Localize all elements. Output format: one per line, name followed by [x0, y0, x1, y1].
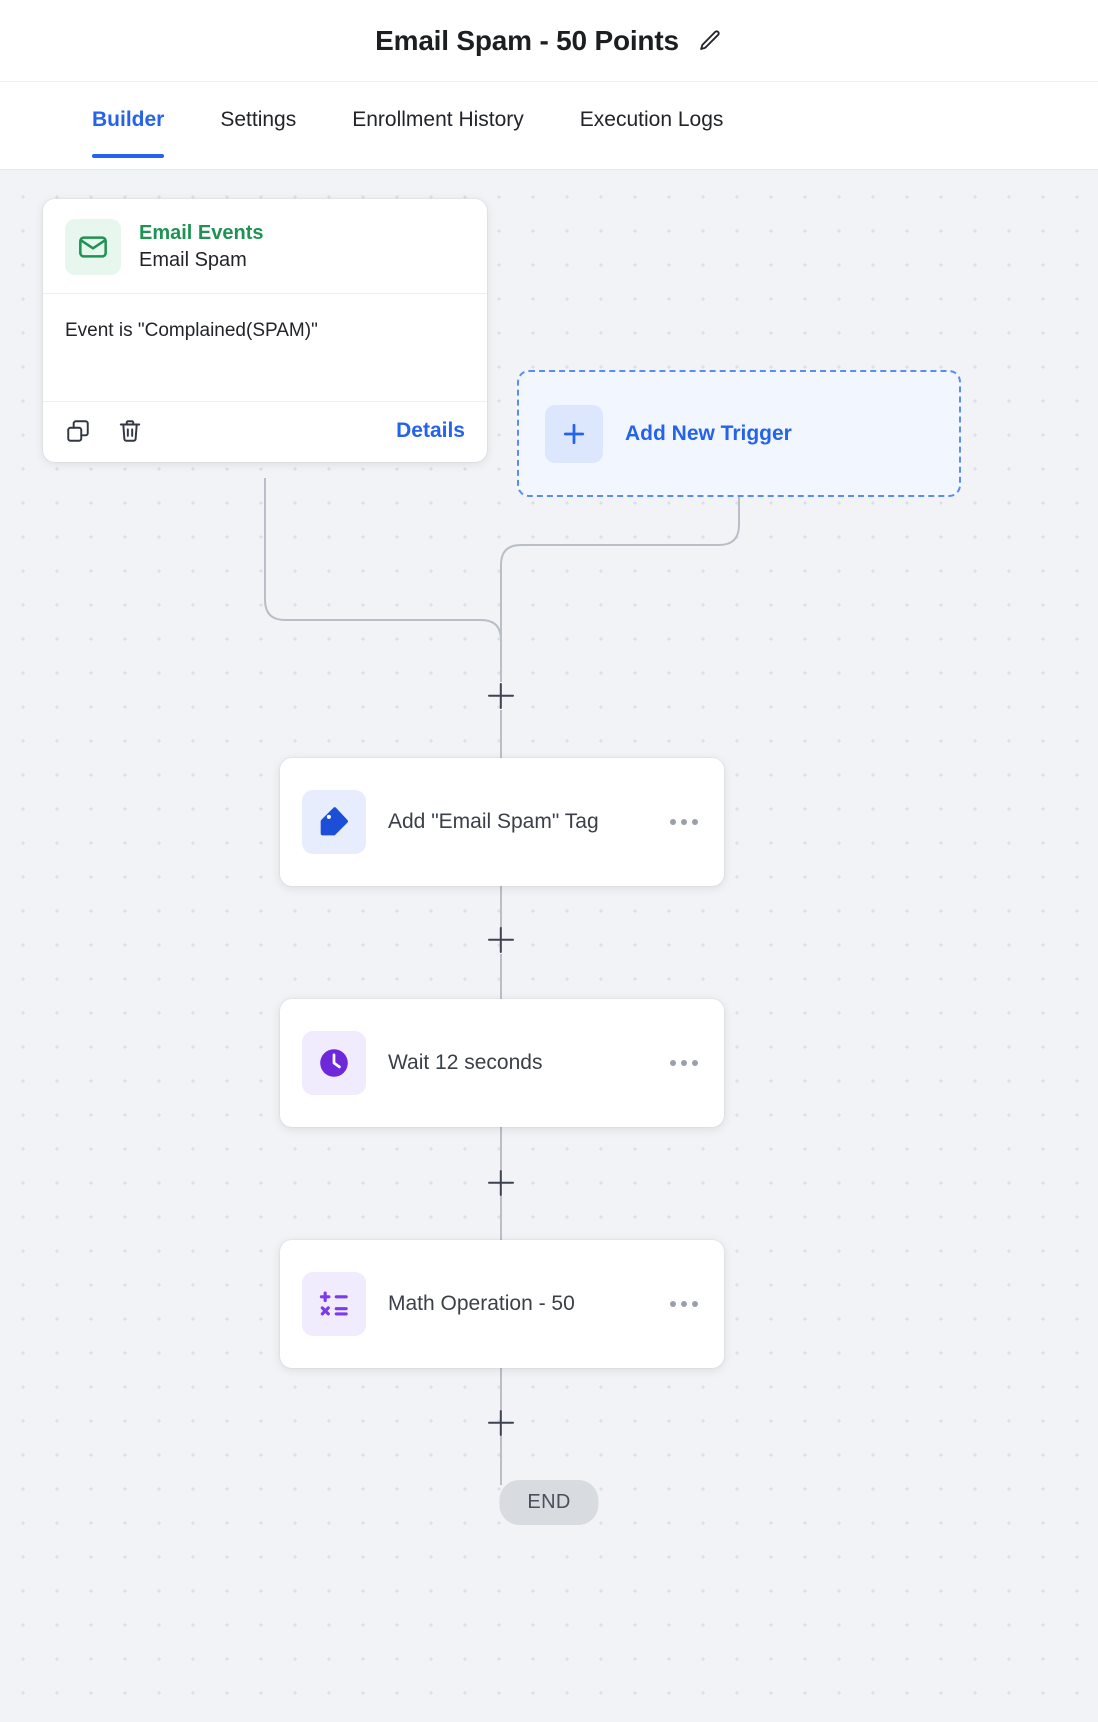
tag-icon	[320, 807, 348, 836]
tab-enrollment-history[interactable]: Enrollment History	[352, 108, 524, 131]
action-card-wait[interactable]: Wait 12 seconds	[280, 999, 724, 1127]
clock-icon-container	[302, 1031, 366, 1095]
math-operation-icon	[319, 1291, 348, 1316]
ellipsis-dot	[681, 1301, 687, 1307]
add-new-trigger-label: Add New Trigger	[625, 421, 792, 445]
tab-builder[interactable]: Builder	[92, 108, 165, 158]
tag-icon-container	[302, 790, 366, 854]
action-card-add-tag[interactable]: Add "Email Spam" Tag	[280, 758, 724, 886]
trigger-details-link[interactable]: Details	[396, 419, 465, 442]
ellipsis-dot	[670, 1301, 676, 1307]
trigger-card-header: Email Events Email Spam	[43, 199, 487, 293]
add-new-trigger-button[interactable]: Add New Trigger	[517, 370, 961, 497]
trash-icon[interactable]	[117, 418, 143, 444]
tab-settings[interactable]: Settings	[220, 108, 297, 131]
trigger-footer-actions	[65, 418, 143, 444]
ellipsis-dot	[681, 1060, 687, 1066]
ellipsis-dot	[692, 1301, 698, 1307]
action-menu-button-add-tag[interactable]	[666, 811, 702, 833]
ellipsis-dot	[692, 1060, 698, 1066]
pencil-icon[interactable]	[697, 28, 723, 54]
envelope-icon	[79, 236, 107, 258]
add-step-button-1[interactable]	[488, 683, 514, 709]
trigger-card-footer: Details	[43, 401, 487, 462]
math-operation-icon-container	[302, 1272, 366, 1336]
header-title-wrap: Email Spam - 50 Points	[375, 25, 723, 57]
copy-icon[interactable]	[65, 418, 91, 444]
trigger-icon-container	[65, 219, 121, 275]
add-step-button-3[interactable]	[488, 1170, 514, 1196]
page-header: Email Spam - 50 Points	[0, 0, 1098, 82]
workflow-canvas[interactable]: Email Events Email Spam Event is "Compla…	[0, 170, 1098, 1722]
trigger-card-texts: Email Events Email Spam	[139, 222, 264, 272]
tab-execution-logs[interactable]: Execution Logs	[579, 108, 724, 131]
action-menu-button-wait[interactable]	[666, 1052, 702, 1074]
action-label-wait: Wait 12 seconds	[388, 1051, 543, 1074]
trigger-name-label: Email Spam	[139, 249, 247, 271]
trigger-type-label: Email Events	[139, 222, 264, 244]
ellipsis-dot	[692, 819, 698, 825]
page-title: Email Spam - 50 Points	[375, 24, 679, 56]
action-card-math-operation[interactable]: Math Operation - 50	[280, 1240, 724, 1368]
ellipsis-dot	[670, 819, 676, 825]
end-badge: END	[499, 1480, 599, 1525]
trigger-condition-text: Event is "Complained(SPAM)"	[43, 293, 487, 401]
clock-icon	[320, 1049, 348, 1077]
add-step-button-4[interactable]	[488, 1410, 514, 1436]
add-step-button-2[interactable]	[488, 927, 514, 953]
ellipsis-dot	[681, 819, 687, 825]
ellipsis-dot	[670, 1060, 676, 1066]
trigger-card[interactable]: Email Events Email Spam Event is "Compla…	[43, 199, 487, 462]
action-label-math-operation: Math Operation - 50	[388, 1292, 575, 1315]
action-menu-button-math-operation[interactable]	[666, 1293, 702, 1315]
add-trigger-icon-container	[545, 404, 603, 463]
plus-icon	[563, 423, 585, 444]
action-label-add-tag: Add "Email Spam" Tag	[388, 810, 599, 833]
tab-bar: Builder Settings Enrollment History Exec…	[0, 82, 1098, 170]
